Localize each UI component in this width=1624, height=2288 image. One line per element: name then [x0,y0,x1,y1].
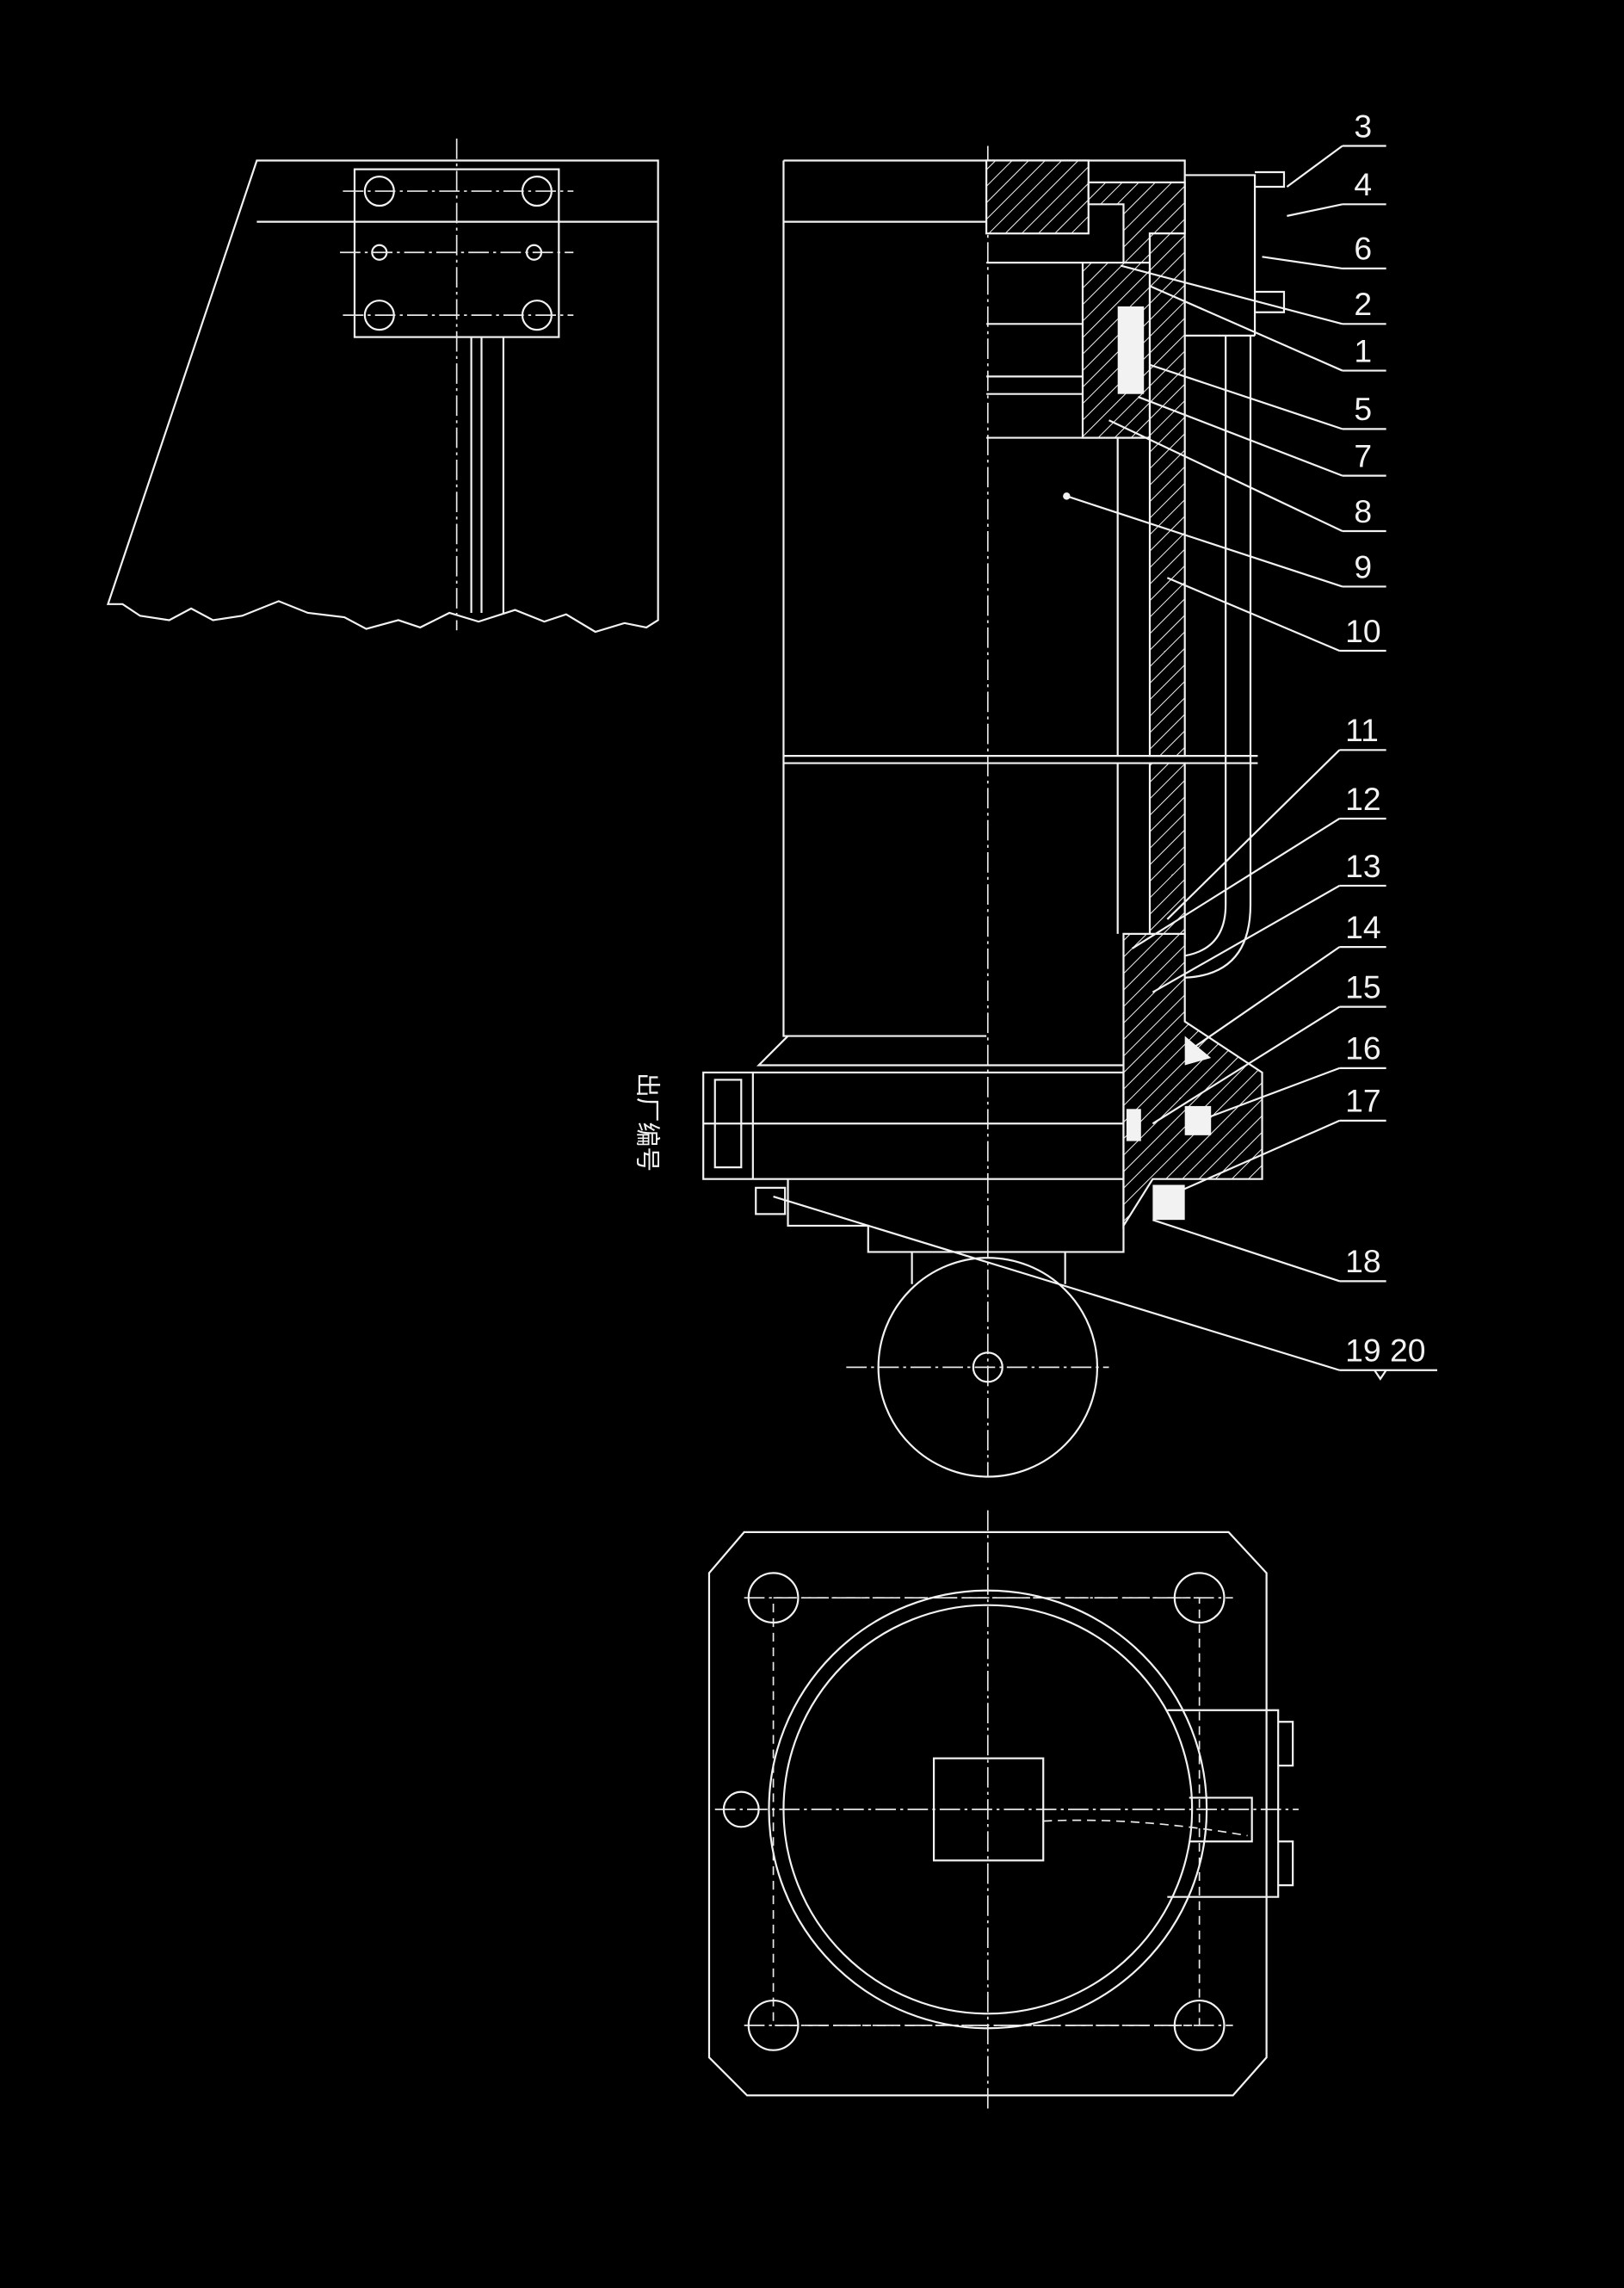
svg-text:10: 10 [1345,613,1380,649]
svg-text:5: 5 [1354,391,1372,427]
bolt-icon [747,1572,1226,2051]
svg-text:14: 14 [1345,909,1380,945]
part-label-13: 13 [1152,848,1386,993]
part-label-8: 8 [1108,419,1386,533]
svg-text:7: 7 [1354,437,1372,473]
part-labels: 3 4 6 2 1 5 7 8 9 10 11 12 13 14 15 16 1… [773,108,1437,1381]
part-label-16: 16 [1199,1030,1386,1122]
svg-text:3: 3 [1354,108,1372,144]
part-label-3: 3 [1286,108,1386,188]
part-label-7: 7 [1138,396,1386,477]
part-label-15: 15 [1152,968,1386,1125]
svg-text:4: 4 [1354,166,1372,202]
svg-text:15: 15 [1345,968,1380,1005]
svg-text:8: 8 [1354,493,1372,529]
part-label-17: 17 [1166,1083,1386,1198]
svg-text:17: 17 [1345,1083,1380,1119]
main-section-view: 出厂编号 [633,145,1286,1478]
serial-number-plate-text: 出厂编号 [633,1073,661,1172]
part-label-4: 4 [1287,166,1386,217]
part-label-18: 18 [1152,1219,1386,1283]
part-label-9: 9 [1066,495,1386,588]
part-label-5: 5 [1149,363,1386,430]
part-label-6: 6 [1262,231,1386,270]
svg-text:11: 11 [1345,712,1379,748]
part-label-14: 14 [1189,909,1386,1052]
svg-text:16: 16 [1345,1030,1380,1067]
svg-text:1: 1 [1354,332,1372,368]
side-view-partial [106,139,659,634]
part-label-12: 12 [1132,781,1386,949]
part-label-10: 10 [1166,577,1386,652]
svg-text:19 20: 19 20 [1345,1333,1425,1369]
part-label-11: 11 [1166,712,1386,920]
part-label-2: 2 [1120,264,1386,325]
svg-text:18: 18 [1345,1243,1380,1279]
svg-text:9: 9 [1354,548,1372,584]
bottom-plan-view [707,1510,1299,2109]
svg-text:13: 13 [1345,848,1380,884]
svg-text:6: 6 [1354,231,1372,267]
svg-text:12: 12 [1345,781,1380,817]
bolt-icon [363,176,553,331]
part-label-19-20: 19 20 [773,1195,1437,1381]
svg-text:2: 2 [1354,286,1372,322]
part-label-1: 1 [1149,285,1386,372]
